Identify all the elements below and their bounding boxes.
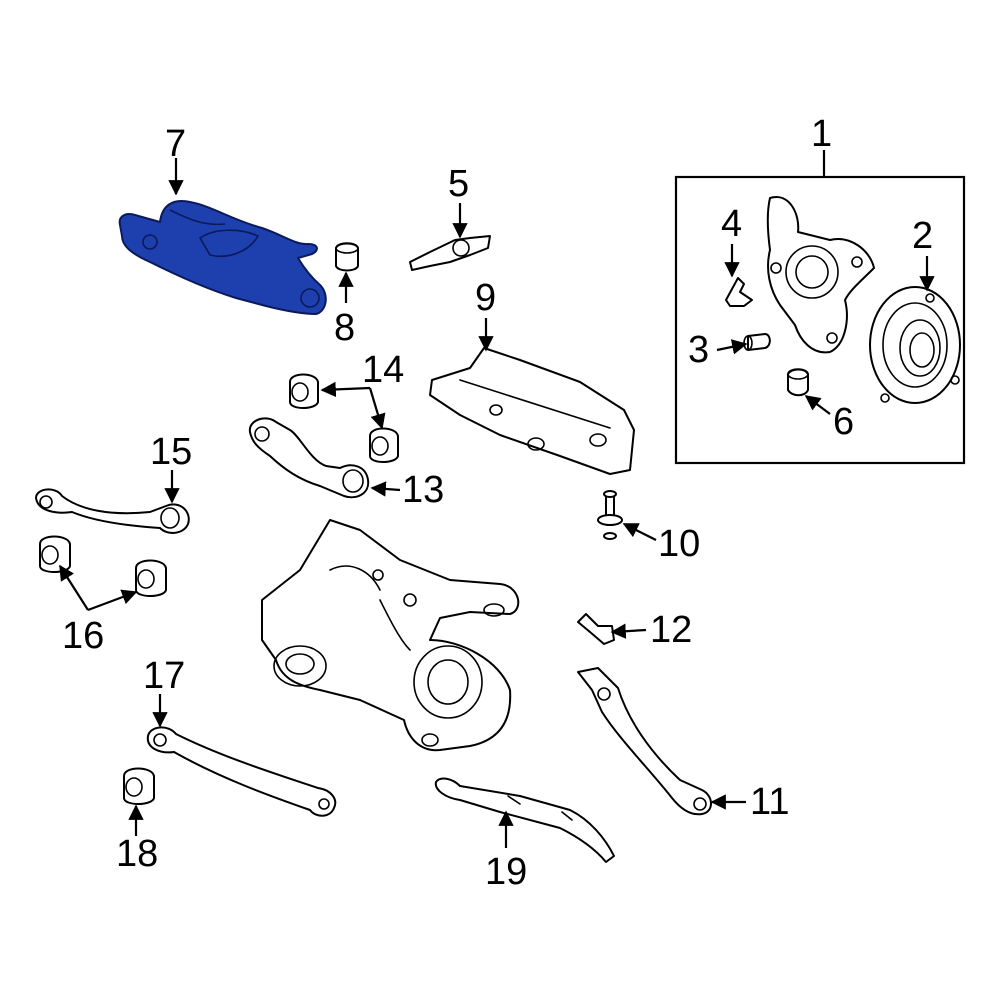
callout-15: 15 — [150, 431, 192, 473]
part-bracket[interactable] — [409, 235, 491, 271]
part-bushing-14b[interactable] — [369, 427, 399, 463]
callout-16: 16 — [62, 615, 104, 657]
part-arm-13[interactable] — [248, 417, 370, 499]
part-bushing-14a[interactable] — [289, 373, 319, 409]
part-clip[interactable] — [725, 277, 753, 307]
callout-12: 12 — [650, 609, 692, 651]
part-hub-bearing[interactable] — [869, 286, 961, 404]
callout-11: 11 — [750, 781, 789, 823]
callout-6: 6 — [833, 401, 854, 443]
callout-7: 7 — [165, 123, 186, 165]
callout-1: 1 — [811, 113, 832, 155]
callout-9: 9 — [475, 277, 496, 319]
callout-10: 10 — [658, 523, 700, 565]
part-rear-subframe — [261, 519, 520, 752]
callout-3: 3 — [688, 329, 709, 371]
callout-4: 4 — [721, 203, 742, 245]
part-bushing-16a[interactable] — [39, 535, 71, 573]
part-bolt[interactable] — [597, 490, 623, 540]
part-shield[interactable] — [429, 347, 635, 475]
part-arm-17[interactable] — [146, 726, 337, 817]
callout-13: 13 — [402, 469, 444, 511]
part-strut-19[interactable] — [434, 777, 615, 863]
callout-14: 14 — [362, 349, 404, 391]
callout-8: 8 — [334, 307, 355, 349]
part-bushing-16b[interactable] — [135, 559, 167, 597]
part-lower-control-arm[interactable] — [118, 200, 327, 315]
callout-17: 17 — [143, 655, 185, 697]
part-pin[interactable] — [743, 333, 771, 351]
part-bushing-6[interactable] — [787, 368, 809, 397]
callout-18: 18 — [116, 833, 158, 875]
knuckle-group-frame — [674, 175, 966, 465]
part-arm-11[interactable] — [577, 667, 712, 816]
callout-19: 19 — [485, 851, 527, 893]
part-bushing-8[interactable] — [335, 242, 359, 272]
part-bushing-18[interactable] — [123, 767, 155, 805]
callout-2: 2 — [912, 215, 933, 257]
part-arm-15[interactable] — [35, 488, 190, 534]
part-clip-12[interactable] — [577, 613, 615, 645]
part-knuckle-housing[interactable] — [766, 196, 875, 354]
callout-5: 5 — [448, 163, 469, 205]
